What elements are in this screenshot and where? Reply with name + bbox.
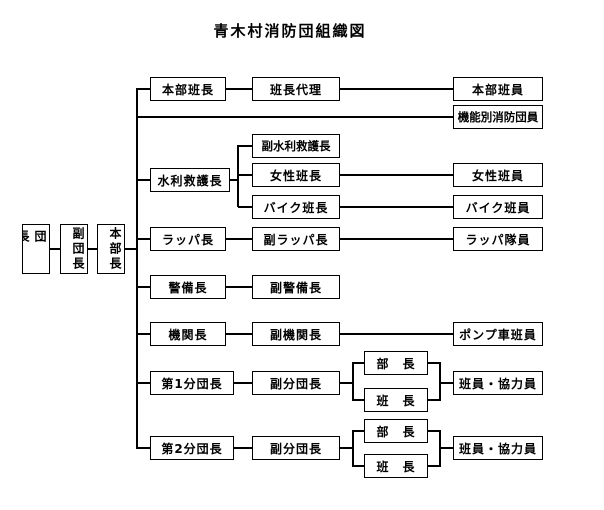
node-fuku-kikancho: 副機関長 bbox=[252, 322, 340, 346]
merge-bracket-line bbox=[439, 430, 441, 467]
connector-line bbox=[226, 286, 252, 288]
connector-line bbox=[353, 362, 364, 364]
connector-line bbox=[234, 447, 252, 449]
node-fuku-bundancho-1: 副分団長 bbox=[252, 371, 340, 395]
connector-line bbox=[226, 88, 252, 90]
connector-line bbox=[440, 382, 453, 384]
node-fuku-rappacho: 副ラッパ長 bbox=[252, 227, 340, 251]
connector-line bbox=[238, 145, 252, 147]
node-kinobetsu-shobodanin: 機能別消防団員 bbox=[453, 105, 543, 129]
connector-line bbox=[50, 248, 60, 250]
connector-line bbox=[340, 333, 453, 335]
node-dai1-bundancho: 第1分団長 bbox=[150, 371, 234, 395]
connector-line bbox=[137, 333, 150, 335]
node-josei-hanin: 女性班員 bbox=[453, 163, 543, 187]
connector-line bbox=[340, 238, 453, 240]
connector-line bbox=[88, 248, 97, 250]
connector-line bbox=[137, 286, 150, 288]
node-hanin-kyoryokuin-2: 班員・協力員 bbox=[453, 436, 543, 460]
node-honbucho: 本部長 bbox=[97, 224, 125, 274]
connector-line bbox=[137, 447, 150, 449]
branch-bracket-line bbox=[352, 362, 354, 401]
merge-bracket-line bbox=[439, 362, 441, 401]
connector-line bbox=[353, 399, 364, 401]
node-bucho-2: 部 長 bbox=[364, 419, 428, 443]
connector-line bbox=[340, 447, 353, 449]
node-suiri-kyugocho: 水利救護長 bbox=[150, 168, 230, 192]
connector-line bbox=[340, 88, 453, 90]
connector-line bbox=[137, 88, 150, 90]
node-bike-hancho: バイク班長 bbox=[252, 195, 340, 219]
node-hanin-kyoryokuin-1: 班員・協力員 bbox=[453, 371, 543, 395]
connector-line bbox=[340, 382, 353, 384]
node-keibicho: 警備長 bbox=[150, 275, 226, 299]
node-bike-hanin: バイク班員 bbox=[453, 195, 543, 219]
connector-line bbox=[137, 116, 453, 118]
connector-line bbox=[428, 399, 440, 401]
node-hancho-2: 班 長 bbox=[364, 454, 428, 478]
connector-line bbox=[238, 174, 252, 176]
node-fuku-suiri-kyugocho: 副水利救護長 bbox=[252, 134, 340, 158]
node-fuku-dancho: 副団長 bbox=[60, 224, 88, 274]
node-dai2-bundancho: 第2分団長 bbox=[150, 436, 234, 460]
node-pump-sha-hanin: ポンプ車班員 bbox=[453, 322, 543, 346]
org-chart-title: 青木村消防団組織図 bbox=[213, 22, 367, 40]
connector-line bbox=[226, 238, 252, 240]
connector-line bbox=[234, 382, 252, 384]
connector-line bbox=[428, 465, 440, 467]
connector-line bbox=[353, 465, 364, 467]
node-bucho-1: 部 長 bbox=[364, 351, 428, 375]
branch-bracket-line bbox=[237, 145, 239, 207]
connector-line bbox=[137, 238, 150, 240]
connector-line bbox=[428, 362, 440, 364]
node-fuku-keibicho: 副警備長 bbox=[252, 275, 340, 299]
branch-bracket-line bbox=[352, 430, 354, 467]
connector-line bbox=[137, 179, 150, 181]
node-kikancho: 機関長 bbox=[150, 322, 226, 346]
connector-line bbox=[226, 333, 252, 335]
trunk-line bbox=[136, 88, 138, 449]
connector-line bbox=[137, 382, 150, 384]
node-fuku-bundancho-2: 副分団長 bbox=[252, 436, 340, 460]
node-josei-hancho: 女性班長 bbox=[252, 163, 340, 187]
node-rappacho: ラッパ長 bbox=[150, 227, 226, 251]
connector-line bbox=[353, 430, 364, 432]
connector-line bbox=[125, 248, 137, 250]
connector-line bbox=[440, 447, 453, 449]
connector-line bbox=[340, 174, 453, 176]
node-hancho-1: 班 長 bbox=[364, 388, 428, 412]
connector-line bbox=[428, 430, 440, 432]
node-rappa-taiin: ラッパ隊員 bbox=[453, 227, 543, 251]
node-honbu-hanin: 本部班員 bbox=[453, 77, 543, 101]
node-dancho: 団長 bbox=[22, 224, 50, 274]
connector-line bbox=[340, 206, 453, 208]
connector-line bbox=[230, 179, 238, 181]
node-hancho-dairi: 班長代理 bbox=[252, 77, 340, 101]
node-honbu-hancho: 本部班長 bbox=[150, 77, 226, 101]
connector-line bbox=[238, 206, 252, 208]
